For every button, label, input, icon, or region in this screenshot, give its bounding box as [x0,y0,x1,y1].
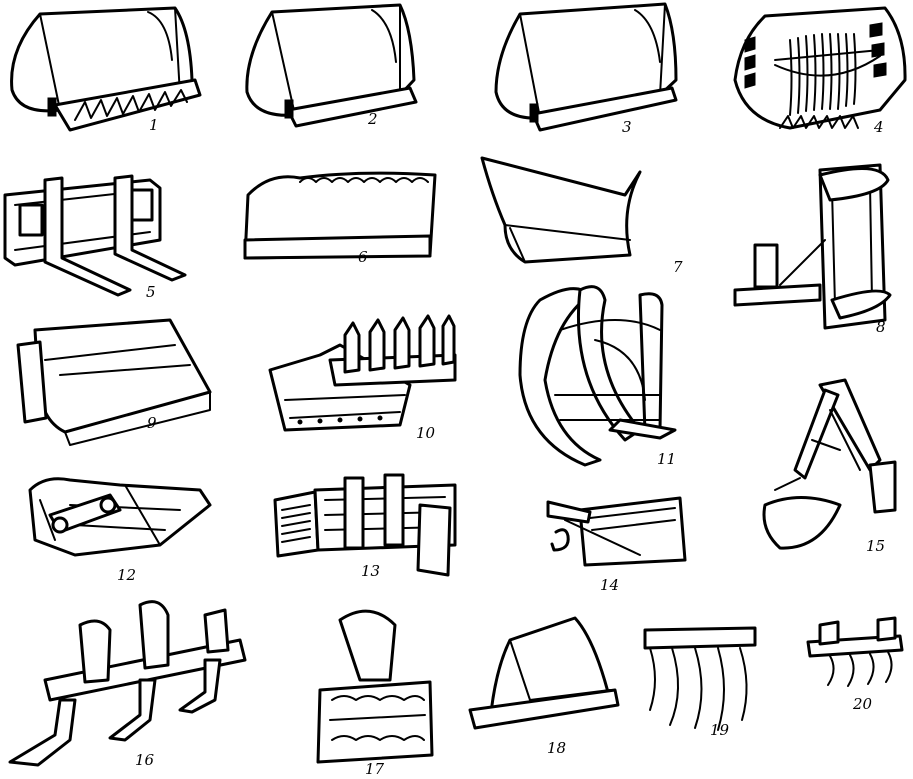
figure-6-drawing [243,171,437,260]
figure-8-drawing [733,163,892,330]
figure-17-label: 17 [365,760,385,778]
figure-15-drawing [762,378,897,550]
figure-18-label: 18 [547,739,567,757]
figure-14-drawing [546,496,687,567]
figure-12-label: 12 [117,566,137,584]
figure-11-label: 11 [657,450,677,468]
figure-7-drawing [480,156,642,264]
figure-5-drawing [3,174,187,297]
figure-5-label: 5 [146,283,156,301]
figure-1-label: 1 [149,116,159,134]
figure-13-drawing [273,473,457,577]
figure-3-label: 3 [622,118,632,136]
figure-20-drawing [806,616,904,687]
figure-11-drawing [518,285,677,467]
figure-10-drawing [268,314,457,432]
figure-4-drawing [733,6,907,130]
figure-12-drawing [28,477,212,557]
figure-6-label: 6 [358,248,368,266]
figure-14-label: 14 [600,576,620,594]
figure-9-label: 9 [147,414,157,432]
figure-16-drawing [8,600,247,767]
figure-15-label: 15 [866,537,886,555]
figure-16-label: 16 [135,751,155,769]
figure-18-drawing [468,616,620,730]
figure-1-drawing [10,6,202,132]
figure-19-label: 19 [710,721,730,739]
figure-17-drawing [316,609,434,764]
figure-3-drawing [494,2,678,132]
figure-10-label: 10 [416,424,436,442]
figure-13-label: 13 [361,562,381,580]
figure-4-label: 4 [874,118,884,136]
figure-19-drawing [643,626,757,731]
figure-2-label: 2 [368,110,378,128]
figure-7-label: 7 [673,258,683,276]
figure-2-drawing [245,3,418,128]
figure-8-label: 8 [876,318,886,336]
figure-9-drawing [16,318,212,446]
figure-20-label: 20 [853,695,873,713]
